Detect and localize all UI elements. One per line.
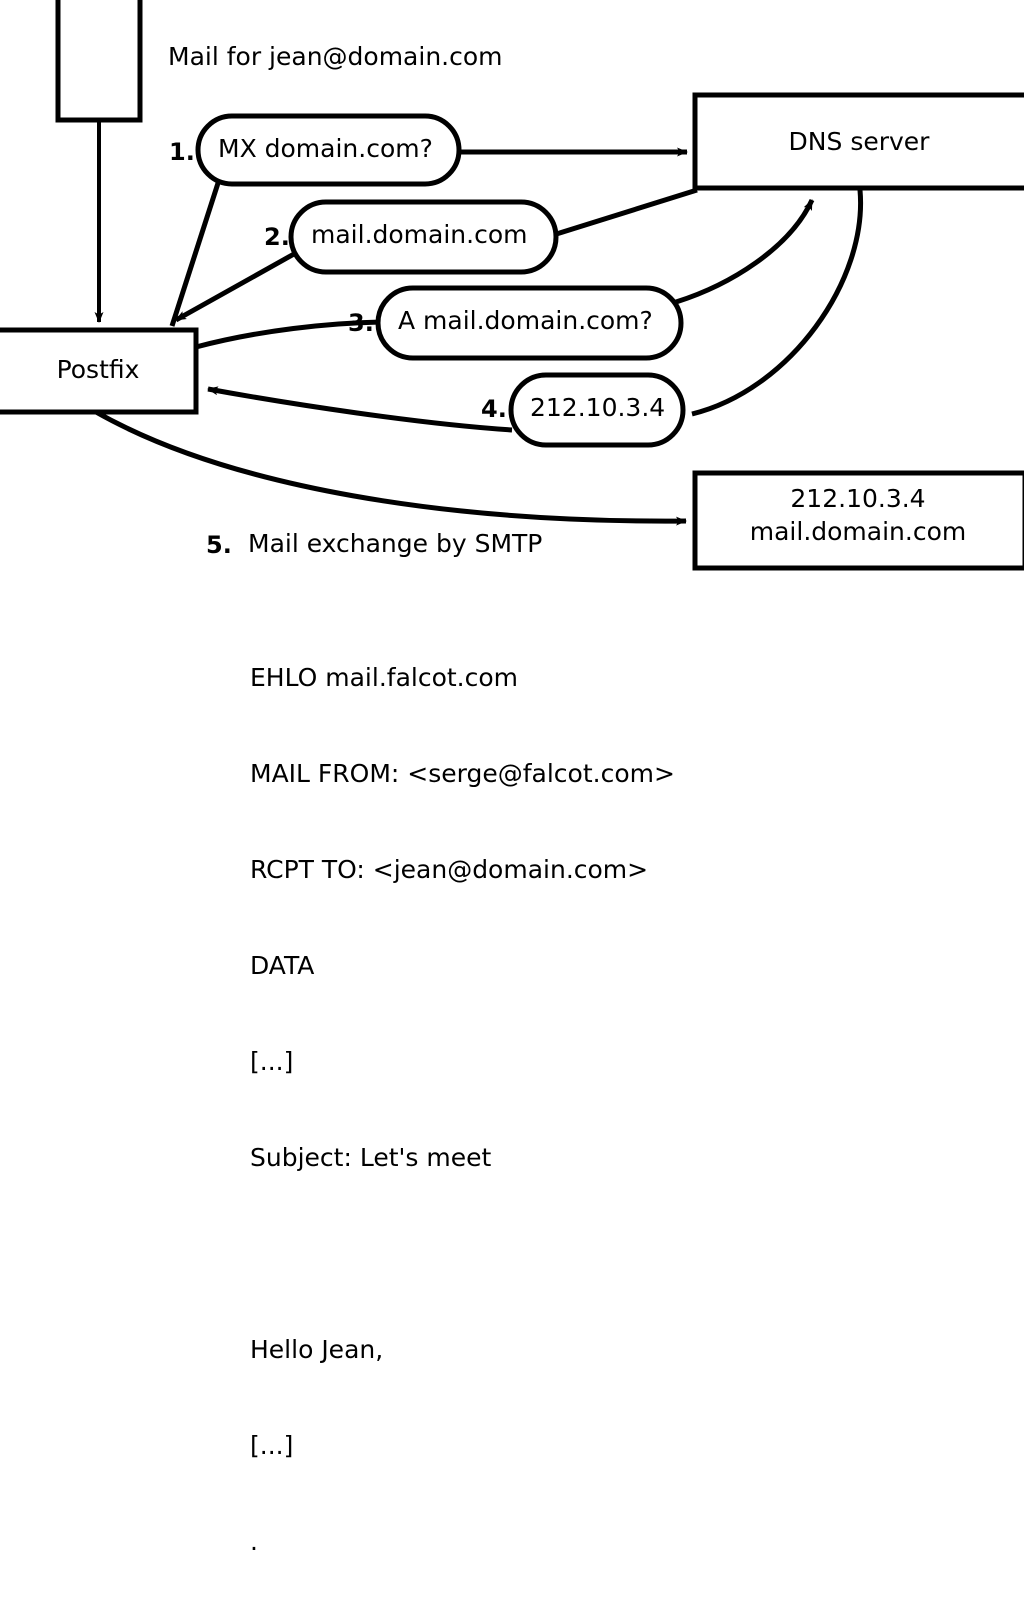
step-5-number: 5. (206, 531, 232, 559)
step-1-number: 1. (169, 138, 195, 166)
step4-line-dns-to-bubble (691, 189, 864, 417)
step-1-bubble-label: MX domain.com? (218, 134, 433, 163)
step2-line-dns-to-bubble (549, 187, 698, 239)
smtp-line: [...] (250, 1431, 294, 1460)
smtp-transcript: EHLO mail.falcot.com MAIL FROM: <serge@f… (250, 598, 675, 1622)
step2-arrow-bubble-to-postfix (174, 251, 296, 323)
step3-bubble (375, 285, 684, 361)
smtp-line: [...] (250, 1047, 294, 1076)
step3-arrow-bubble-to-dns (675, 198, 815, 305)
smtp-line: MAIL FROM: <serge@falcot.com> (250, 759, 675, 788)
step-2-number: 2. (264, 223, 290, 251)
step-3-bubble-label: A mail.domain.com? (398, 306, 653, 335)
step-4-number: 4. (481, 395, 507, 423)
diagram-canvas: Mail for jean@domain.com 1. 2. 3. 4. 5. … (0, 0, 1024, 1556)
mail-server-host-label: mail.domain.com (749, 517, 967, 546)
smtp-line: RCPT TO: <jean@domain.com> (250, 855, 649, 884)
diagram-graphics (0, 0, 1024, 571)
smtp-line: DATA (250, 951, 315, 980)
mail-server-box (692, 470, 1024, 571)
step4-bubble (508, 372, 686, 448)
step5-arrow-postfix-to-mailserver (94, 409, 687, 526)
step2-bubble (288, 199, 559, 275)
client-box (55, 0, 143, 123)
step4-arrow-bubble-to-postfix (207, 386, 513, 433)
smtp-line: EHLO mail.falcot.com (250, 663, 519, 692)
smtp-line: Hello Jean, (250, 1335, 384, 1364)
step3-line-postfix-to-bubble (195, 319, 382, 350)
page-title: Mail for jean@domain.com (168, 42, 503, 71)
step1-line-postfix-to-bubble (169, 179, 222, 327)
dns-server-box (692, 92, 1024, 191)
smtp-line: Subject: Let's meet (250, 1143, 492, 1172)
mail-server-ip-label: 212.10.3.4 (790, 484, 926, 513)
step-2-bubble-label: mail.domain.com (311, 220, 528, 249)
step-5-label: Mail exchange by SMTP (248, 529, 543, 558)
step1-bubble (195, 113, 462, 187)
step-4-bubble-label: 212.10.3.4 (530, 393, 666, 422)
dns-server-label: DNS server (788, 127, 930, 156)
smtp-blank-line (250, 1238, 675, 1270)
postfix-label: Postfix (56, 355, 140, 384)
step-3-number: 3. (348, 309, 374, 337)
smtp-line: . (250, 1527, 258, 1556)
